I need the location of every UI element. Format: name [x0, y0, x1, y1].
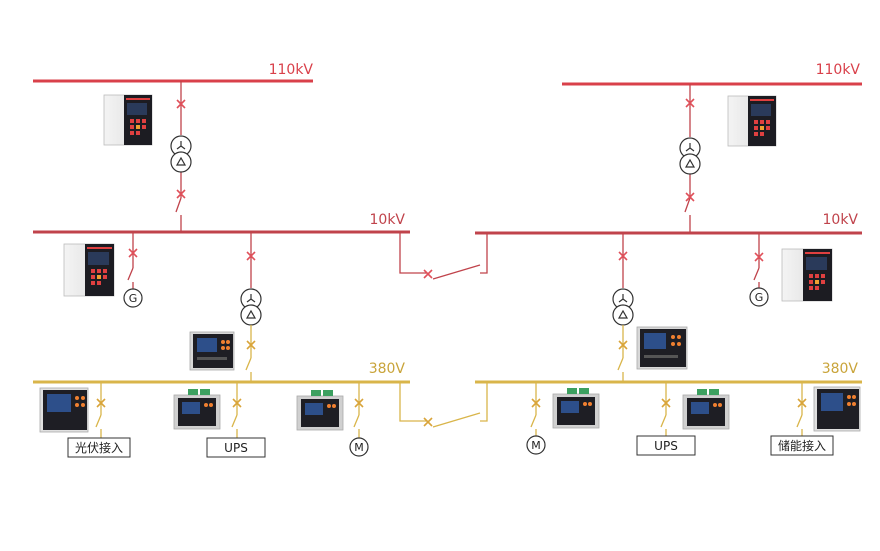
breaker-icon — [423, 269, 433, 279]
lv-label-right: 380V — [822, 361, 859, 377]
generator-feeder-left — [127, 232, 134, 289]
lv-label-left: 380V — [369, 361, 406, 377]
breaker-icon — [618, 251, 628, 261]
breaker-icon — [661, 398, 671, 408]
breaker-icon — [354, 398, 364, 408]
power-meter-icon — [813, 386, 861, 432]
mv-bus-tie — [399, 232, 488, 280]
generator-label: G — [755, 291, 764, 304]
generator-label: G — [129, 292, 138, 305]
breaker-icon — [128, 248, 138, 258]
breaker-icon — [797, 398, 807, 408]
motor-feeder-left — [353, 382, 360, 438]
power-meter-icon — [173, 389, 221, 430]
ups-box-right — [636, 435, 696, 456]
pv-feeder — [95, 382, 102, 438]
lv-incomer-left — [245, 325, 252, 382]
generator-feeder-right — [753, 233, 760, 288]
protection-relay-icon — [103, 94, 153, 146]
pv-access-box — [67, 437, 131, 458]
power-meter-icon — [296, 390, 344, 431]
motor-label: M — [531, 439, 541, 452]
breaker-icon — [754, 252, 764, 262]
power-meter-icon — [39, 387, 89, 433]
breaker-icon — [246, 340, 256, 350]
motor-icon: M — [349, 437, 369, 457]
mv-label-right: 10kV — [823, 212, 859, 228]
generator-icon: G — [123, 288, 143, 308]
transformer-icon — [240, 288, 262, 326]
storage-feeder — [796, 382, 803, 436]
breaker-icon — [531, 398, 541, 408]
protection-relay-icon — [781, 248, 833, 302]
protection-relay-icon — [727, 95, 777, 147]
hv-feeder-right — [684, 84, 691, 233]
breaker-icon — [96, 398, 106, 408]
transformer-icon — [679, 137, 701, 175]
breaker-icon — [685, 192, 695, 202]
ups-feeder-right — [660, 382, 667, 436]
power-meter-icon — [682, 389, 730, 430]
power-meter-icon — [636, 326, 688, 370]
motor-label: M — [354, 441, 364, 454]
storage-access-label: 储能接入 — [778, 438, 826, 453]
generator-icon: G — [749, 287, 769, 307]
breaker-icon — [176, 189, 186, 199]
pv-access-label: 光伏接入 — [75, 440, 123, 455]
breaker-icon — [618, 340, 628, 350]
ups-box-left — [206, 437, 266, 458]
ups-label-right: UPS — [654, 439, 678, 453]
storage-access-box — [770, 435, 834, 456]
breaker-icon — [423, 417, 433, 427]
transformer-icon — [612, 288, 634, 326]
motor-icon: M — [526, 435, 546, 455]
mv-label-left: 10kV — [370, 212, 406, 228]
motor-feeder-right — [530, 382, 537, 436]
breaker-icon — [232, 398, 242, 408]
hv-label-left: 110kV — [269, 62, 314, 78]
hv-label-right: 110kV — [816, 62, 861, 78]
protection-relay-icon — [63, 243, 115, 297]
power-meter-icon — [552, 388, 600, 429]
lv-bus-tie — [399, 382, 488, 428]
transformer-icon — [170, 135, 192, 173]
ups-label-left: UPS — [224, 441, 248, 455]
ups-feeder-left — [231, 382, 238, 438]
breaker-icon — [176, 99, 186, 109]
lv-incomer-right — [617, 325, 624, 382]
breaker-icon — [685, 98, 695, 108]
power-meter-icon — [189, 331, 235, 371]
breaker-icon — [246, 251, 256, 261]
